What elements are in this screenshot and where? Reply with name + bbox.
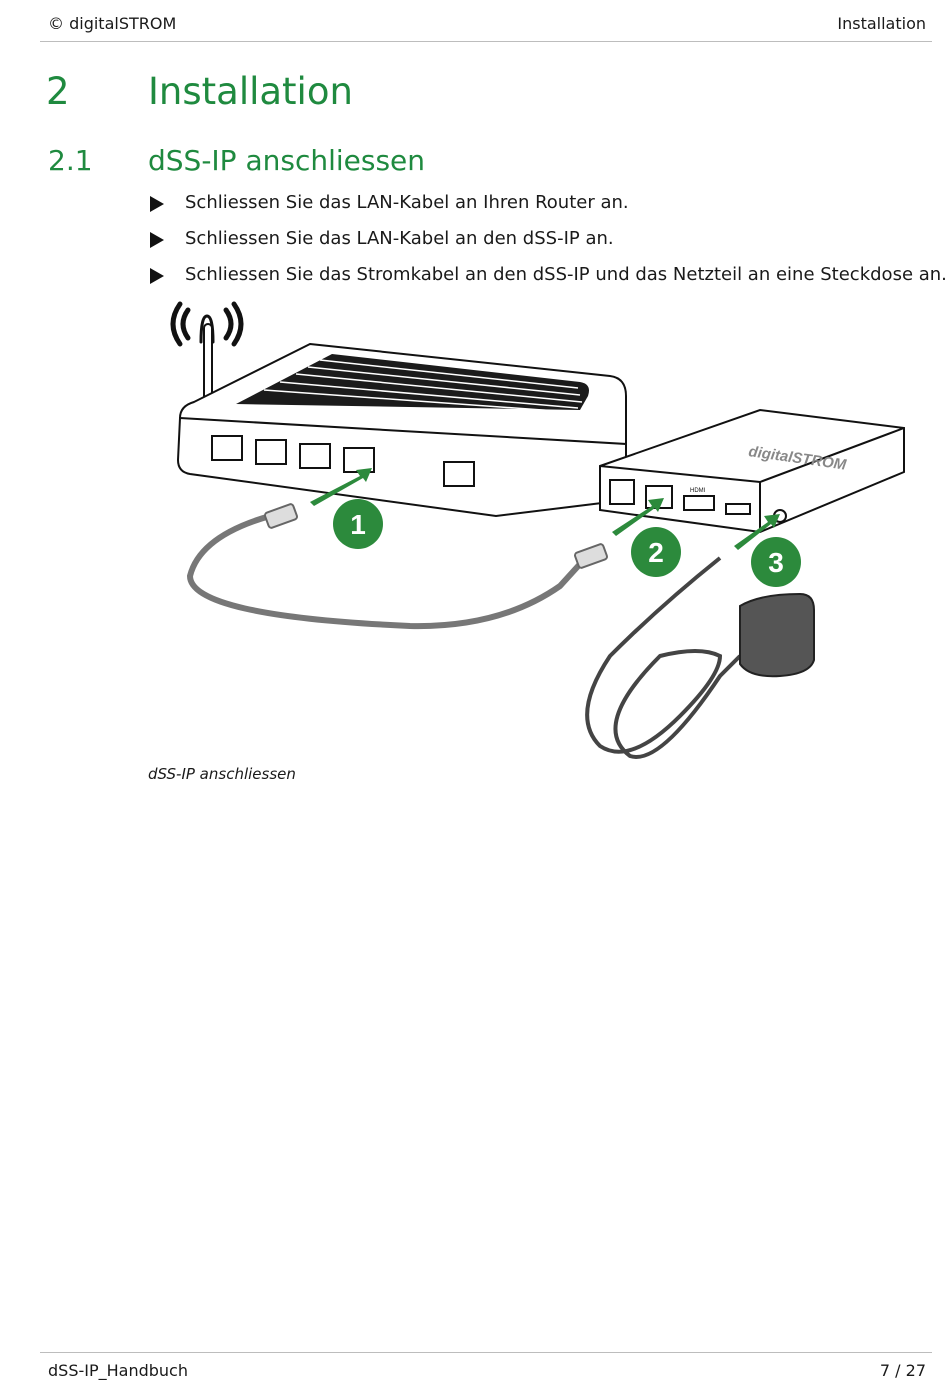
instruction-text: Schliessen Sie das LAN-Kabel an den dSS-… xyxy=(185,228,614,249)
insertion-arrows xyxy=(310,468,780,550)
bullet-arrow-icon xyxy=(150,268,164,284)
dss-ip-device-icon: digitalSTROM HDMI xyxy=(599,408,905,534)
power-cable xyxy=(585,556,742,759)
router-ethernet-ports xyxy=(211,435,475,487)
device-hdmi-port xyxy=(683,495,715,511)
footer-divider xyxy=(40,1352,932,1353)
section-number: 2 xyxy=(46,70,70,113)
device-usb-port xyxy=(725,503,751,515)
step-marker-label: 3 xyxy=(768,547,784,578)
lan-cable xyxy=(186,513,583,630)
header-copyright: © digitalSTROM xyxy=(48,14,177,33)
installation-illustration: digitalSTROM HDMI 1 2 3 xyxy=(170,301,905,759)
subsection-title: dSS-IP anschliessen xyxy=(148,144,426,177)
footer-page-number: 7 / 27 xyxy=(879,1361,926,1380)
power-adapter-icon xyxy=(739,592,815,678)
subsection-number: 2.1 xyxy=(48,144,93,177)
section-title: Installation xyxy=(148,70,353,113)
device-button xyxy=(609,479,635,505)
footer-document-name: dSS-IP_Handbuch xyxy=(48,1361,188,1380)
step-marker-2: 2 xyxy=(631,527,681,577)
lan-connector-device xyxy=(574,543,608,569)
step-marker-label: 1 xyxy=(350,509,366,540)
bullet-arrow-icon xyxy=(150,232,164,248)
figure-caption: dSS-IP anschliessen xyxy=(148,765,296,783)
lan-connector-router xyxy=(264,503,298,529)
step-marker-1: 1 xyxy=(333,499,383,549)
header-section-name: Installation xyxy=(837,14,926,33)
step-marker-3: 3 xyxy=(751,537,801,587)
hdmi-label: HDMI xyxy=(690,488,706,494)
header-divider xyxy=(40,41,932,42)
instruction-text: Schliessen Sie das LAN-Kabel an Ihren Ro… xyxy=(185,192,629,213)
bullet-arrow-icon xyxy=(150,196,164,212)
router-icon xyxy=(176,342,627,518)
instruction-text: Schliessen Sie das Stromkabel an den dSS… xyxy=(185,264,947,285)
router-vents xyxy=(263,359,583,413)
step-marker-label: 2 xyxy=(648,537,664,568)
